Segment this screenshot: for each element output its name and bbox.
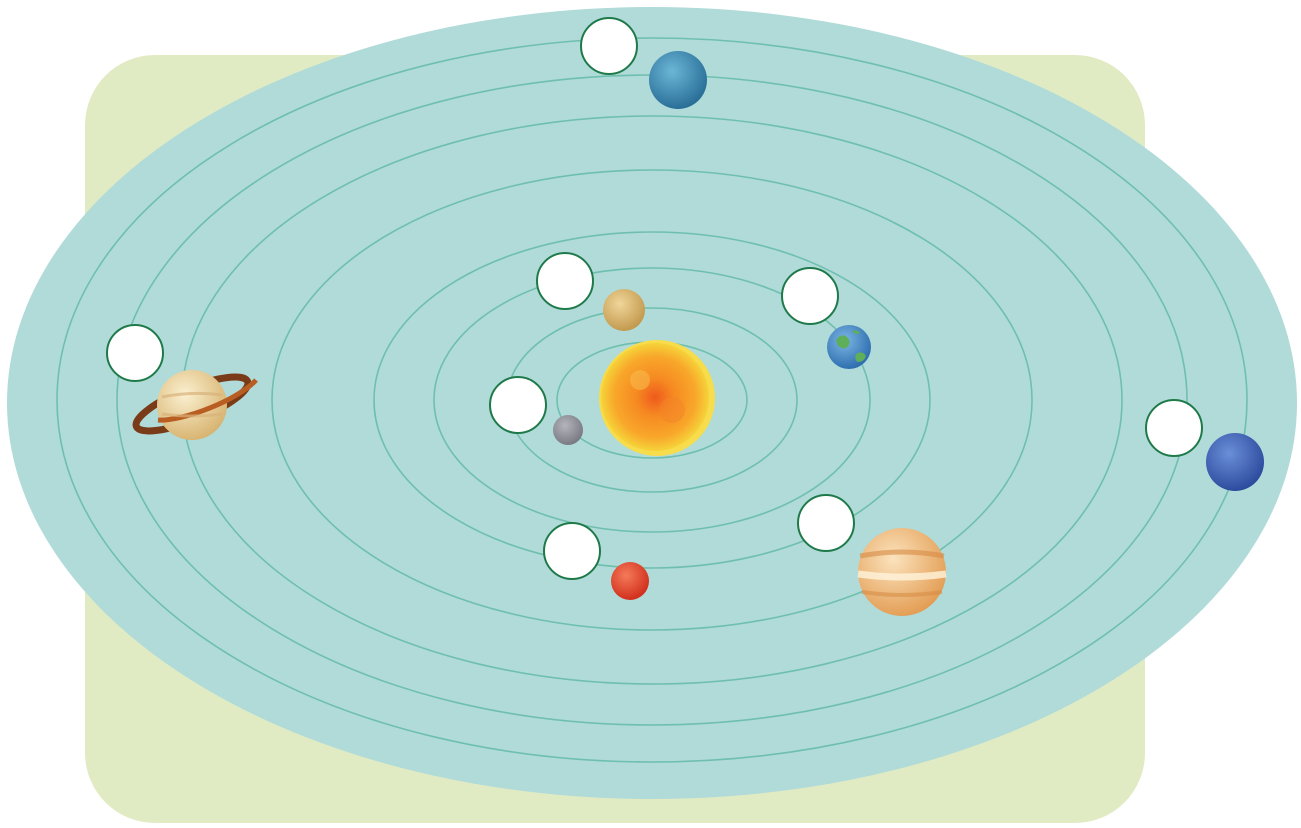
answer-blank-jupiter[interactable] bbox=[797, 494, 855, 552]
sun-icon bbox=[599, 340, 715, 456]
answer-blank-saturn[interactable] bbox=[106, 324, 164, 382]
jupiter-icon bbox=[857, 528, 947, 616]
mercury-icon bbox=[553, 415, 583, 445]
orbit-ring-8 bbox=[56, 37, 1248, 763]
neptune-icon bbox=[1206, 433, 1264, 491]
venus-icon bbox=[603, 289, 645, 331]
answer-blank-earth[interactable] bbox=[781, 267, 839, 325]
answer-blank-mercury[interactable] bbox=[489, 376, 547, 434]
answer-blank-neptune[interactable] bbox=[1145, 399, 1203, 457]
orbit-ring-5 bbox=[271, 169, 1033, 631]
orbit-ring-4 bbox=[373, 231, 931, 569]
orbit-ring-3 bbox=[433, 267, 871, 533]
answer-blank-venus[interactable] bbox=[536, 252, 594, 310]
earth-icon bbox=[827, 325, 871, 369]
saturn-icon bbox=[132, 370, 258, 440]
answer-blank-mars[interactable] bbox=[543, 522, 601, 580]
mars-icon bbox=[611, 562, 649, 600]
answer-blank-uranus[interactable] bbox=[580, 17, 638, 75]
uranus-icon bbox=[649, 51, 707, 109]
